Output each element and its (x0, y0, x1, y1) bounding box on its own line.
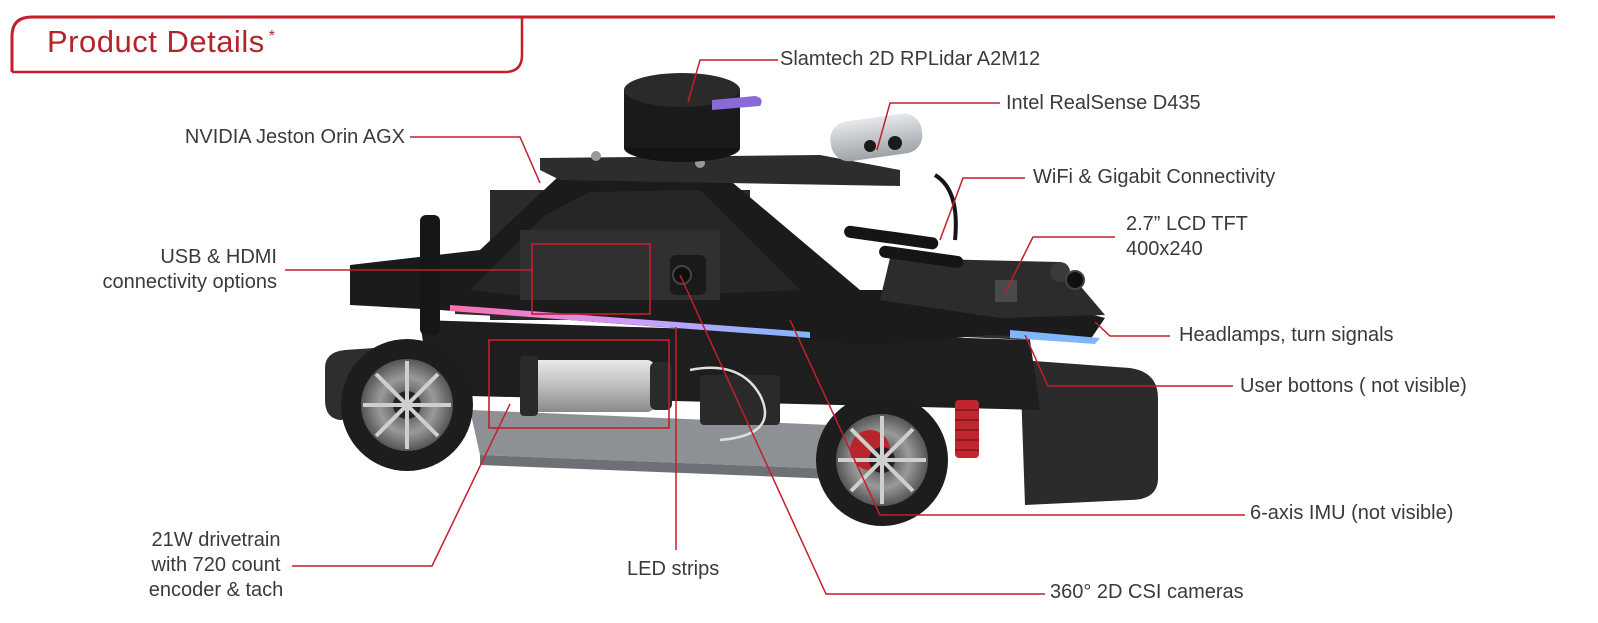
callout-wifi: WiFi & Gigabit Connectivity (1033, 166, 1276, 188)
callout-lidar: Slamtech 2D RPLidar A2M12 (780, 48, 1041, 70)
vehicle-illustration (325, 73, 1158, 526)
callout-led-strips: LED strips (627, 558, 720, 580)
callout-realsense: Intel RealSense D435 (1006, 92, 1201, 114)
top-plate (540, 155, 900, 186)
motor (530, 360, 655, 412)
page-title: Product Details* (47, 24, 275, 60)
callout-drivetrain: 21W drivetrain with 720 count encoder & … (130, 528, 302, 603)
callout-usb-hdmi-line2: connectivity options (102, 271, 277, 293)
leader-lidar (687, 59, 778, 103)
callout-user-buttons: User bottons ( not visible) (1240, 375, 1467, 397)
callout-lcd-line1: 2.7” LCD TFT (1126, 213, 1248, 235)
callout-lcd: 2.7” LCD TFT 400x240 (1126, 212, 1248, 262)
leader-headlamps (1094, 321, 1170, 337)
leader-lcd (1004, 236, 1115, 294)
leader-realsense (876, 102, 1000, 151)
page-title-text: Product Details (47, 24, 265, 59)
callout-drivetrain-line1: 21W drivetrain (151, 529, 281, 551)
callout-drivetrain-line2: with 720 count (151, 554, 281, 576)
callout-usb-hdmi-line1: USB & HDMI (160, 246, 277, 268)
leader-imu (789, 319, 1245, 516)
leader-jetson (410, 136, 541, 184)
rear-wheel (341, 339, 473, 471)
leader-lines (285, 59, 1245, 595)
front-wheel (816, 394, 948, 526)
callout-usb-hdmi: USB & HDMI connectivity options (102, 245, 277, 295)
callout-jetson: NVIDIA Jeston Orin AGX (184, 126, 405, 148)
leader-wifi (939, 177, 1025, 241)
realsense-camera (830, 113, 923, 162)
leader-user-buttons (1024, 334, 1233, 387)
header-rule (10, 15, 1555, 72)
header-tab-outline (12, 17, 524, 74)
leader-drivetrain (292, 403, 511, 567)
usb-hdmi-highlight (531, 243, 651, 315)
callout-cameras: 360° 2D CSI cameras (1050, 581, 1244, 603)
header-frame (10, 15, 1555, 74)
drivetrain-highlight (488, 339, 670, 429)
callout-drivetrain-line3: encoder & tach (148, 579, 284, 601)
highlight-boxes (488, 243, 670, 429)
title-asterisk: * (268, 28, 276, 45)
callout-lcd-line2: 400x240 (1126, 238, 1203, 260)
callout-headlamps: Headlamps, turn signals (1179, 324, 1394, 346)
callout-imu: 6-axis IMU (not visible) (1250, 502, 1454, 524)
leader-cameras (679, 274, 1045, 595)
front-bumper (1020, 360, 1158, 505)
